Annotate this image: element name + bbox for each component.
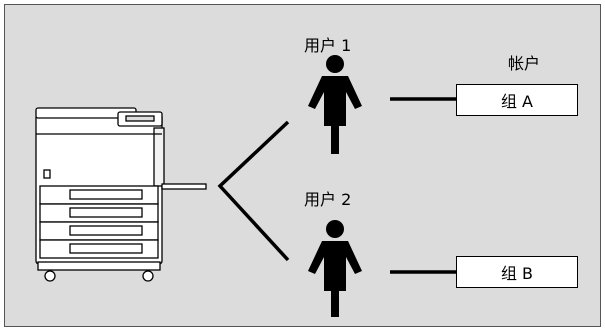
group-b-label: 组 B: [500, 264, 534, 283]
user-1-label: 用户 1: [304, 36, 352, 55]
account-header: 帐户: [508, 54, 541, 73]
connection-lines: [217, 97, 456, 274]
group-a-label: 组 A: [500, 92, 534, 111]
user-2-label: 用户 2: [304, 190, 352, 209]
user-2-icon: [308, 220, 362, 317]
user-1-icon: [308, 55, 362, 154]
printer-icon: [35, 107, 207, 282]
group-b-box: 组 B: [456, 256, 578, 288]
group-a-box: 组 A: [456, 84, 578, 116]
